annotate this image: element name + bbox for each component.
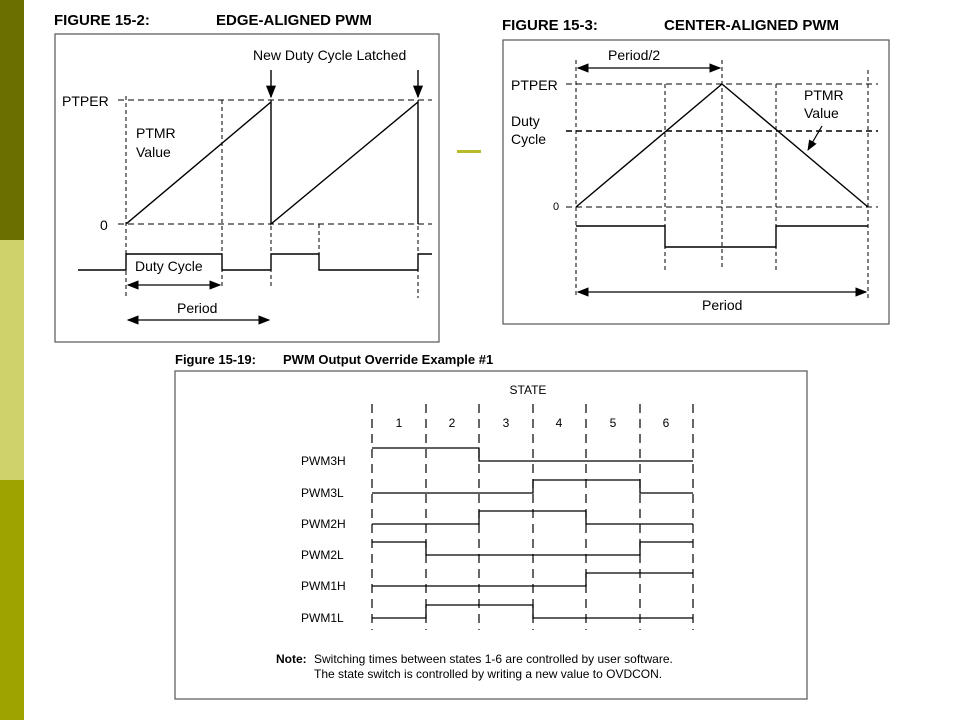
signal-names: PWM3H PWM3L PWM2H PWM2L PWM1H PWM1L — [301, 454, 346, 625]
waveform-pwm2l — [372, 541, 693, 556]
state-boundaries — [371, 404, 694, 630]
accent-dash — [457, 150, 481, 153]
edge-value-label: Value — [136, 144, 171, 160]
waveform-pwm3l — [372, 479, 693, 494]
state-header: STATE — [510, 383, 547, 397]
fig-center-title: FIGURE 15-3: CENTER-ALIGNED PWM — [502, 17, 839, 34]
edge-zero-label: 0 — [100, 217, 108, 233]
override-figure: STATE 1 2 3 4 5 6 PWM3H PWM3L PWM2H PWM2… — [174, 370, 808, 700]
fig-edge-name: EDGE-ALIGNED PWM — [216, 12, 372, 29]
fig-edge-number: FIGURE 15-2: — [54, 12, 150, 29]
note-line-2: The state switch is controlled by writin… — [314, 667, 662, 681]
edge-frame — [54, 33, 440, 343]
center-zero-label: 0 — [553, 201, 559, 213]
state-number: 1 — [396, 416, 403, 430]
center-output-waveform — [576, 225, 868, 248]
center-ptmr-triangle — [575, 83, 869, 208]
state-number: 2 — [449, 416, 456, 430]
sidebar-accent-bottom — [0, 480, 24, 720]
state-numbers: 1 2 3 4 5 6 — [396, 416, 670, 430]
fig-edge-title: FIGURE 15-2: EDGE-ALIGNED PWM — [54, 12, 372, 29]
edge-output-waveform — [78, 253, 432, 271]
sidebar-accent-top — [0, 0, 24, 240]
waveform-pwm3h — [372, 447, 693, 462]
edge-period-label: Period — [177, 300, 217, 316]
center-ptper-label: PTPER — [511, 77, 558, 93]
edge-duty-cycle-label: Duty Cycle — [135, 258, 203, 274]
signal-name: PWM3H — [301, 454, 346, 468]
latched-label: New Duty Cycle Latched — [253, 47, 406, 63]
center-aligned-figure: Period/2 PTPER Duty Cycle PTMR Value 0 P… — [502, 39, 890, 325]
center-cycle-label: Cycle — [511, 131, 546, 147]
ptmr-pointer-arrow — [807, 125, 823, 151]
signal-name: PWM2L — [301, 548, 344, 562]
state-number: 3 — [503, 416, 510, 430]
state-number: 4 — [556, 416, 563, 430]
fig-override-number: Figure 15-19: — [175, 352, 256, 367]
state-number: 5 — [610, 416, 617, 430]
center-duty-label: Duty — [511, 113, 540, 129]
note-label: Note: — [276, 652, 307, 666]
fig-override-name: PWM Output Override Example #1 — [283, 352, 494, 367]
waveform-pwm1h — [372, 572, 693, 587]
fig-center-number: FIGURE 15-3: — [502, 17, 598, 34]
signal-name: PWM3L — [301, 486, 344, 500]
signal-name: PWM1H — [301, 579, 346, 593]
edge-ptmr-sawtooth — [125, 100, 419, 226]
center-ptmr-label: PTMR — [804, 87, 844, 103]
note-line-1: Switching times between states 1-6 are c… — [314, 652, 673, 666]
half-period-label: Period/2 — [608, 47, 660, 63]
signal-name: PWM2H — [301, 517, 346, 531]
state-number: 6 — [663, 416, 670, 430]
edge-aligned-figure: New Duty Cycle Latched PTPER PTMR Value … — [54, 33, 440, 343]
waveform-pwm2h — [372, 510, 693, 525]
fig-center-name: CENTER-ALIGNED PWM — [664, 17, 839, 34]
edge-ptmr-label: PTMR — [136, 125, 176, 141]
fig-override-title: Figure 15-19: PWM Output Override Exampl… — [175, 352, 493, 367]
edge-ptper-label: PTPER — [62, 93, 109, 109]
center-period-label: Period — [702, 297, 742, 313]
override-frame — [174, 370, 808, 700]
sidebar-accent-middle — [0, 240, 24, 480]
override-waveforms — [372, 447, 693, 619]
center-value-label: Value — [804, 105, 839, 121]
signal-name: PWM1L — [301, 611, 344, 625]
center-frame — [502, 39, 890, 325]
waveform-pwm1l — [372, 604, 693, 619]
